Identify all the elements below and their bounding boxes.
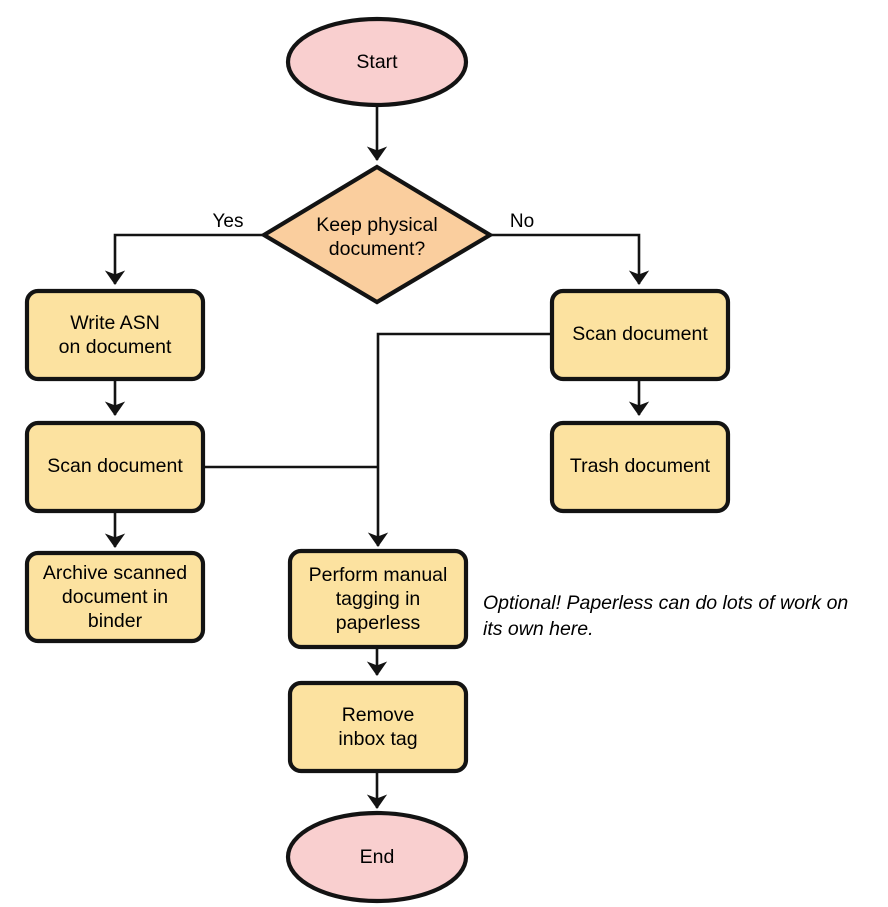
decision-label-line1: Keep physical: [316, 214, 437, 236]
archive-label-line1: Archive scanned: [43, 562, 187, 584]
decision-diamond-shape: [259, 164, 495, 305]
edge-decision-no-to-scan-right: [490, 233, 650, 286]
node-start[interactable]: Start: [285, 16, 469, 108]
tagging-label-line2: tagging in: [336, 588, 421, 610]
node-scan-document-left[interactable]: Scan document: [24, 420, 206, 514]
tagging-label-line3: paperless: [336, 612, 421, 634]
end-ellipse-shape: [285, 810, 469, 904]
tagging-box-shape: [287, 548, 469, 650]
write-asn-label-line2: on document: [59, 336, 172, 358]
annotation-line1: Optional! Paperless can do lots of work …: [483, 592, 848, 614]
write-asn-label-line1: Write ASN: [70, 312, 160, 334]
scan-document-right-box-shape: [549, 288, 731, 382]
archive-box-shape: [24, 550, 206, 644]
trash-document-label: Trash document: [570, 455, 711, 477]
node-perform-manual-tagging[interactable]: Perform manual tagging in paperless: [287, 548, 469, 650]
tagging-label-line1: Perform manual: [309, 564, 448, 586]
node-decision-keep-physical-document[interactable]: Keep physical document?: [259, 164, 495, 305]
node-end[interactable]: End: [285, 810, 469, 904]
edge-label-yes: Yes: [213, 211, 244, 232]
edge-label-no: No: [510, 211, 534, 232]
scan-document-left-box-shape: [24, 420, 206, 514]
node-scan-document-right[interactable]: Scan document: [549, 288, 731, 382]
node-write-asn-on-document[interactable]: Write ASN on document: [24, 288, 206, 382]
scan-document-right-label: Scan document: [572, 323, 708, 345]
scan-document-left-label: Scan document: [47, 455, 183, 477]
end-label: End: [360, 846, 395, 868]
edge-decision-yes-to-write-asn: [104, 233, 264, 286]
connectors-layer: [104, 104, 650, 810]
remove-inbox-label-line1: Remove: [342, 704, 415, 726]
decision-label-line2: document?: [329, 238, 426, 260]
archive-label-line2: document in: [62, 586, 168, 608]
edge-scan-right-to-tagging: [367, 332, 552, 548]
node-remove-inbox-tag[interactable]: Remove inbox tag: [287, 680, 469, 774]
node-archive-scanned-document[interactable]: Archive scanned document in binder: [24, 550, 206, 644]
start-ellipse-shape: [285, 16, 469, 108]
write-asn-box-shape: [24, 288, 206, 382]
annotation-note: Optional! Paperless can do lots of work …: [483, 592, 848, 640]
remove-inbox-label-line2: inbox tag: [338, 728, 417, 750]
trash-document-box-shape: [549, 420, 731, 514]
start-label: Start: [356, 51, 398, 73]
annotation-line2: its own here.: [483, 618, 594, 640]
node-trash-document[interactable]: Trash document: [549, 420, 731, 514]
archive-label-line3: binder: [88, 610, 143, 632]
remove-inbox-box-shape: [287, 680, 469, 774]
